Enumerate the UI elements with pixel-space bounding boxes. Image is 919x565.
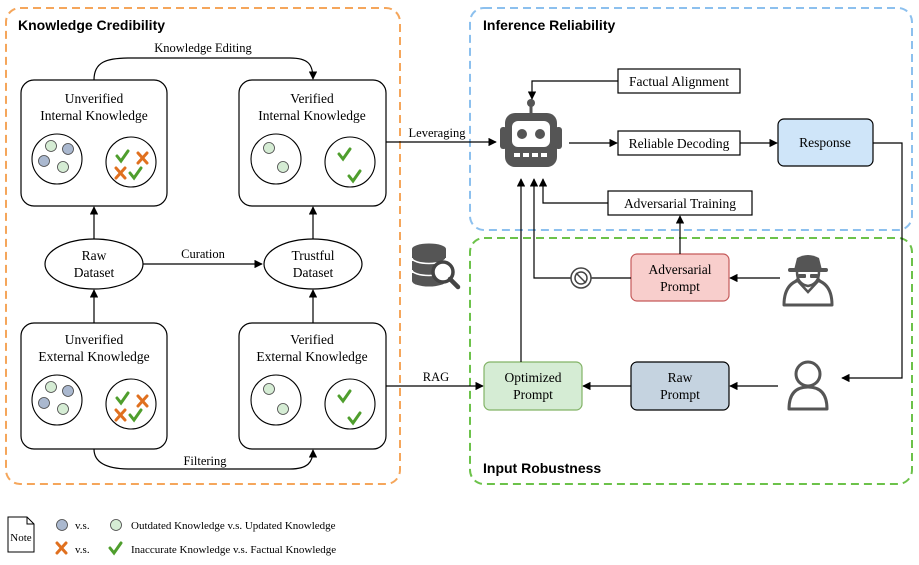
svg-text:Adversarial: Adversarial bbox=[649, 262, 712, 277]
svg-text:Note: Note bbox=[10, 532, 32, 544]
adversarial-to-robot-edge bbox=[529, 178, 631, 279]
filtering-label: Filtering bbox=[183, 454, 227, 468]
optimized-prompt-box: Optimized Prompt bbox=[483, 361, 583, 411]
unverified-internal-knowledge-box: Unverified Internal Knowledge bbox=[20, 79, 168, 207]
raw-dataset-node: Raw Dataset bbox=[44, 238, 144, 290]
svg-text:Dataset: Dataset bbox=[74, 265, 115, 280]
knowledge-credibility-section bbox=[5, 7, 401, 485]
unverified-external-knowledge-box: Unverified External Knowledge bbox=[20, 322, 168, 450]
adversarial-prompt-box: Adversarial Prompt bbox=[630, 253, 730, 302]
svg-text:External Knowledge: External Knowledge bbox=[256, 349, 367, 364]
svg-text:Optimized: Optimized bbox=[505, 370, 562, 385]
svg-text:External Knowledge: External Knowledge bbox=[38, 349, 149, 364]
raw-prompt-box: Raw Prompt bbox=[630, 361, 730, 411]
knowledge-editing-edge bbox=[93, 57, 318, 81]
note-icon: Note bbox=[7, 516, 35, 553]
trustful-dataset-node: Trustful Dataset bbox=[263, 238, 363, 290]
legend-row-inaccurate-factual: v.s. Inaccurate Knowledge v.s. Factual K… bbox=[55, 541, 336, 556]
svg-text:Outdated Knowledge v.s. Update: Outdated Knowledge v.s. Updated Knowledg… bbox=[131, 520, 336, 532]
database-search-icon bbox=[411, 243, 461, 290]
inference-reliability-title: Inference Reliability bbox=[483, 17, 615, 33]
svg-text:Verified: Verified bbox=[290, 332, 334, 347]
response-box: Response bbox=[777, 118, 874, 167]
svg-text:Unverified: Unverified bbox=[65, 91, 124, 106]
factual-alignment-edge bbox=[527, 80, 618, 100]
svg-text:Internal Knowledge: Internal Knowledge bbox=[258, 108, 366, 123]
svg-text:Trustful: Trustful bbox=[291, 248, 334, 263]
user-icon bbox=[787, 360, 829, 411]
robot-icon bbox=[500, 99, 562, 167]
rag-label: RAG bbox=[423, 370, 449, 384]
adversarial-training-box: Adversarial Training bbox=[607, 190, 753, 216]
factual-alignment-box: Factual Alignment bbox=[617, 68, 741, 94]
svg-text:Verified: Verified bbox=[290, 91, 334, 106]
svg-text:v.s.: v.s. bbox=[75, 544, 90, 556]
svg-text:Internal Knowledge: Internal Knowledge bbox=[40, 108, 148, 123]
curation-label: Curation bbox=[181, 247, 225, 261]
svg-text:Response: Response bbox=[799, 135, 851, 150]
knowledge-editing-label: Knowledge Editing bbox=[154, 41, 252, 55]
svg-text:Factual Alignment: Factual Alignment bbox=[629, 74, 729, 89]
svg-text:v.s.: v.s. bbox=[75, 520, 90, 532]
svg-text:Raw: Raw bbox=[82, 248, 107, 263]
svg-text:Prompt: Prompt bbox=[660, 279, 700, 294]
svg-text:Raw: Raw bbox=[668, 370, 693, 385]
legend-row-outdated-updated: v.s. Outdated Knowledge v.s. Updated Kno… bbox=[56, 519, 336, 532]
svg-text:Prompt: Prompt bbox=[660, 387, 700, 402]
svg-text:Prompt: Prompt bbox=[513, 387, 553, 402]
svg-text:Inaccurate Knowledge v.s. Fact: Inaccurate Knowledge v.s. Factual Knowle… bbox=[131, 544, 336, 556]
leveraging-label: Leveraging bbox=[409, 126, 467, 140]
reliable-decoding-box: Reliable Decoding bbox=[617, 130, 741, 156]
verified-external-knowledge-box: Verified External Knowledge bbox=[238, 322, 387, 450]
svg-text:Unverified: Unverified bbox=[65, 332, 124, 347]
inference-reliability-section bbox=[469, 7, 913, 231]
adversarial-training-edge bbox=[538, 178, 608, 204]
no-entry-icon bbox=[570, 267, 592, 289]
filtering-edge bbox=[93, 448, 318, 470]
svg-text:Adversarial Training: Adversarial Training bbox=[624, 196, 736, 211]
response-to-user-edge bbox=[841, 142, 903, 383]
svg-text:Reliable Decoding: Reliable Decoding bbox=[629, 136, 730, 151]
hacker-icon bbox=[782, 255, 834, 307]
svg-text:Dataset: Dataset bbox=[293, 265, 334, 280]
verified-internal-knowledge-box: Verified Internal Knowledge bbox=[238, 79, 387, 207]
input-robustness-title: Input Robustness bbox=[483, 460, 601, 476]
knowledge-credibility-title: Knowledge Credibility bbox=[18, 17, 165, 33]
